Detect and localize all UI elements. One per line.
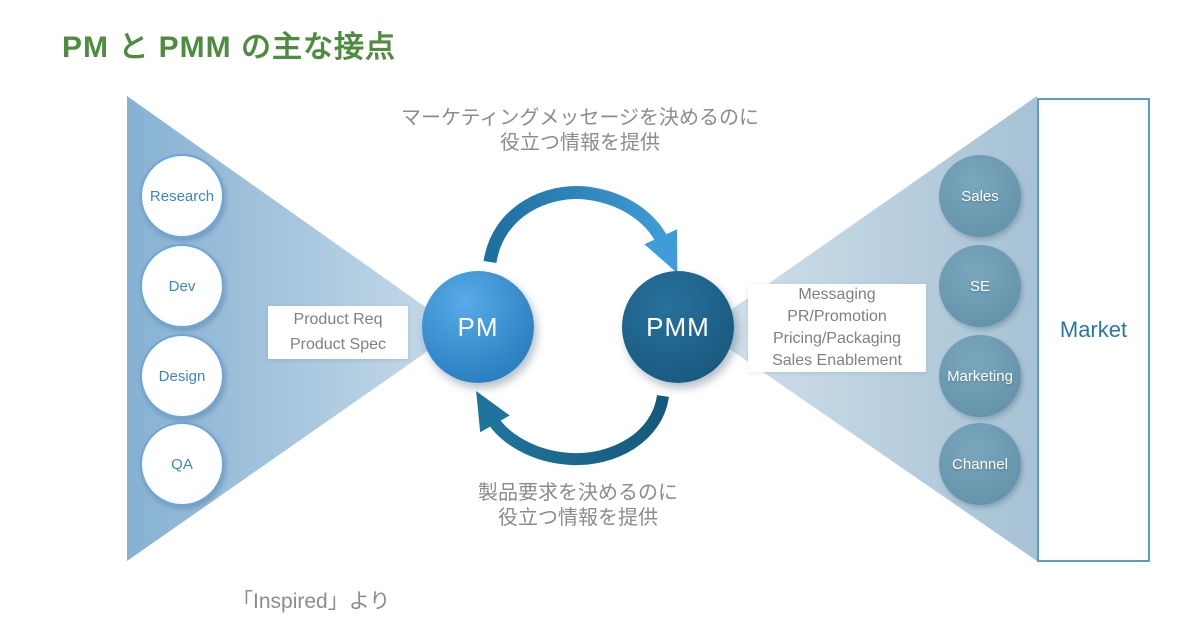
pmm-outputs-box: Messaging PR/Promotion Pricing/Packaging… bbox=[748, 284, 926, 372]
pm-to-pmm-arrow bbox=[483, 186, 678, 274]
top-caption-line2: 役立つ情報を提供 bbox=[500, 132, 660, 154]
left-funnel-item-research: Research bbox=[140, 154, 224, 238]
pm-outputs-box: Product Req Product Spec bbox=[268, 306, 408, 359]
source-note: 「Inspired」より bbox=[232, 590, 391, 613]
bottom-caption-line1: 製品要求を決めるのに bbox=[478, 482, 678, 504]
right-funnel-label-se: SE bbox=[969, 277, 990, 295]
right-funnel-label-marketing: Marketing bbox=[947, 367, 1013, 385]
right-funnel-label-channel: Channel bbox=[952, 455, 1008, 473]
top-caption-line1: マーケティングメッセージを決めるのに bbox=[401, 107, 759, 129]
right-funnel-item-marketing: Marketing bbox=[939, 335, 1021, 417]
pm-outputs-line1: Product Req bbox=[293, 311, 383, 328]
right-funnel-label-sales: Sales bbox=[961, 187, 999, 205]
left-funnel-label-research: Research bbox=[149, 187, 215, 205]
market-label: Market bbox=[1059, 317, 1128, 342]
bottom-caption-line2: 役立つ情報を提供 bbox=[498, 507, 658, 529]
left-funnel-item-dev: Dev bbox=[140, 244, 224, 328]
left-funnel-item-design: Design bbox=[140, 334, 224, 418]
pmm-outputs-line2: PR/Promotion bbox=[787, 308, 887, 325]
pmm-outputs-line1: Messaging bbox=[798, 286, 876, 303]
pm-outputs-line2: Product Spec bbox=[289, 336, 387, 353]
page-title: PM と PMM の主な接点 bbox=[62, 31, 396, 64]
pmm-to-pm-arrow bbox=[476, 390, 669, 466]
market-box: Market bbox=[1037, 98, 1150, 562]
pmm-label: PMM bbox=[646, 311, 710, 342]
right-funnel-item-se: SE bbox=[939, 245, 1021, 327]
left-funnel-label-qa: QA bbox=[171, 455, 193, 473]
pm-label: PM bbox=[457, 311, 499, 342]
right-funnel-item-channel: Channel bbox=[939, 423, 1021, 505]
left-funnel-item-qa: QA bbox=[140, 422, 224, 506]
left-funnel-label-dev: Dev bbox=[168, 277, 196, 295]
bottom-caption: 製品要求を決めるのに 役立つ情報を提供 bbox=[378, 481, 778, 531]
left-funnel-label-design: Design bbox=[158, 367, 206, 385]
pm-circle: PM bbox=[422, 271, 534, 383]
pmm-outputs-line4: Sales Enablement bbox=[772, 352, 902, 369]
pmm-circle: PMM bbox=[622, 271, 734, 383]
pmm-outputs-line3: Pricing/Packaging bbox=[772, 330, 902, 347]
top-caption: マーケティングメッセージを決めるのに 役立つ情報を提供 bbox=[300, 106, 860, 156]
right-funnel-item-sales: Sales bbox=[939, 155, 1021, 237]
